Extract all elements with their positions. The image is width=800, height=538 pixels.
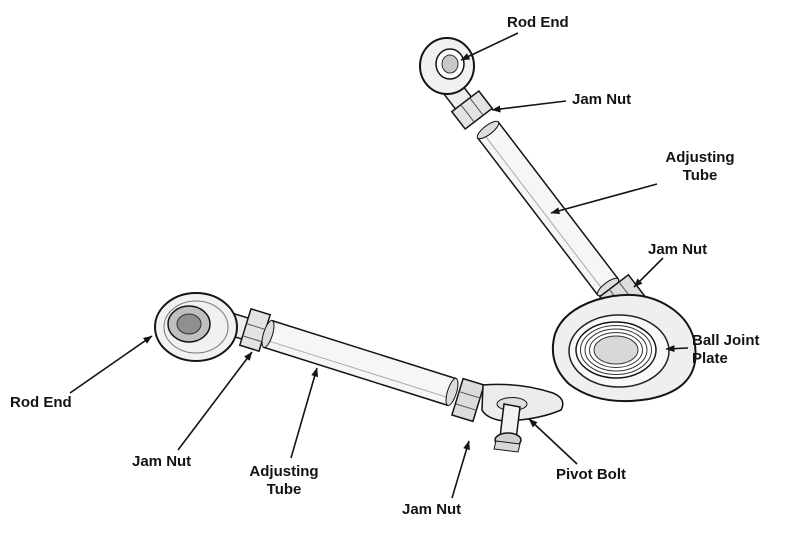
arrow-rod-end-left bbox=[69, 335, 153, 394]
lower-left-jam-nut bbox=[238, 307, 272, 353]
arrow-pivot-bolt bbox=[528, 418, 578, 465]
ball-joint-plate-drawing bbox=[551, 293, 697, 403]
label-adjusting-tube-left-line1: Adjusting bbox=[249, 463, 318, 480]
upper-jam-nut bbox=[450, 89, 494, 131]
arrow-jam-nut-right bbox=[633, 257, 664, 288]
arrow-jam-nut-bottom bbox=[451, 440, 470, 499]
arrow-ball-joint-plate bbox=[665, 345, 689, 353]
arrow-adjusting-tube-right bbox=[550, 183, 658, 215]
arrow-adjusting-tube-left bbox=[290, 367, 319, 459]
label-ball-joint-plate-line2: Plate bbox=[692, 350, 728, 367]
lower-arm-drawing bbox=[154, 292, 486, 423]
arrow-jam-nut-left bbox=[177, 351, 253, 451]
label-rod-end-top: Rod End bbox=[507, 14, 569, 31]
label-jam-nut-right: Jam Nut bbox=[648, 241, 707, 258]
lower-right-jam-nut bbox=[450, 377, 486, 423]
illustration bbox=[154, 37, 697, 453]
arrow-rod-end-top bbox=[460, 32, 519, 61]
upper-adjusting-tube bbox=[476, 120, 620, 297]
label-adjusting-tube-right-line2: Tube bbox=[683, 167, 718, 184]
pivot-bolt-drawing bbox=[481, 383, 564, 453]
label-pivot-bolt: Pivot Bolt bbox=[556, 466, 626, 483]
callout-arrows bbox=[69, 32, 689, 499]
label-jam-nut-top: Jam Nut bbox=[572, 91, 631, 108]
arrow-jam-nut-top bbox=[491, 100, 567, 113]
part-labels: Rod End Jam Nut Adjusting Tube Jam Nut B… bbox=[10, 14, 760, 518]
label-adjusting-tube-right-line1: Adjusting bbox=[665, 149, 734, 166]
label-ball-joint-plate-line1: Ball Joint bbox=[692, 332, 760, 349]
label-jam-nut-left: Jam Nut bbox=[132, 453, 191, 470]
upper-arm-drawing bbox=[419, 37, 646, 319]
label-jam-nut-bottom: Jam Nut bbox=[402, 501, 461, 518]
label-rod-end-left: Rod End bbox=[10, 394, 72, 411]
lower-adjusting-tube bbox=[261, 319, 459, 407]
label-adjusting-tube-left-line2: Tube bbox=[267, 481, 302, 498]
